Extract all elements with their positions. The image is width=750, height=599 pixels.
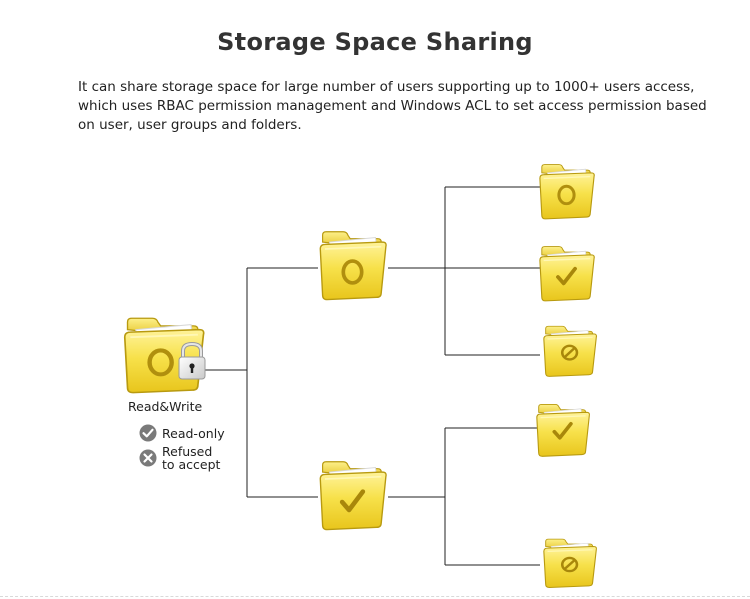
folder-level1-top-icon — [319, 230, 387, 301]
folder-root-icon — [123, 317, 205, 394]
legend-refused: Refused to accept — [139, 445, 220, 471]
cross-circle-icon — [139, 449, 157, 467]
page-description: It can share storage space for large num… — [78, 79, 707, 133]
folder-level1-bottom-icon — [319, 460, 387, 531]
legend-refused-text: Refused to accept — [162, 445, 220, 471]
legend-refused-line1: Refused — [162, 444, 213, 459]
connector-lines — [205, 186, 540, 566]
legend-refused-line2: to accept — [162, 457, 221, 472]
check-circle-icon — [139, 424, 157, 442]
legend-read-only: Read-only — [139, 424, 225, 442]
folder-leaf-2-icon — [539, 245, 595, 302]
folder-leaf-5-icon — [543, 538, 598, 589]
legend-read-only-label: Read-only — [162, 426, 225, 441]
folder-leaf-4-icon — [536, 403, 591, 458]
footer-divider — [0, 596, 750, 597]
folder-leaf-3-icon — [543, 325, 598, 378]
lock-icon — [178, 341, 206, 380]
page-title: Storage Space Sharing — [217, 28, 533, 56]
folder-leaf-1-icon — [539, 163, 595, 220]
legend-read-write-label: Read&Write — [128, 399, 203, 414]
